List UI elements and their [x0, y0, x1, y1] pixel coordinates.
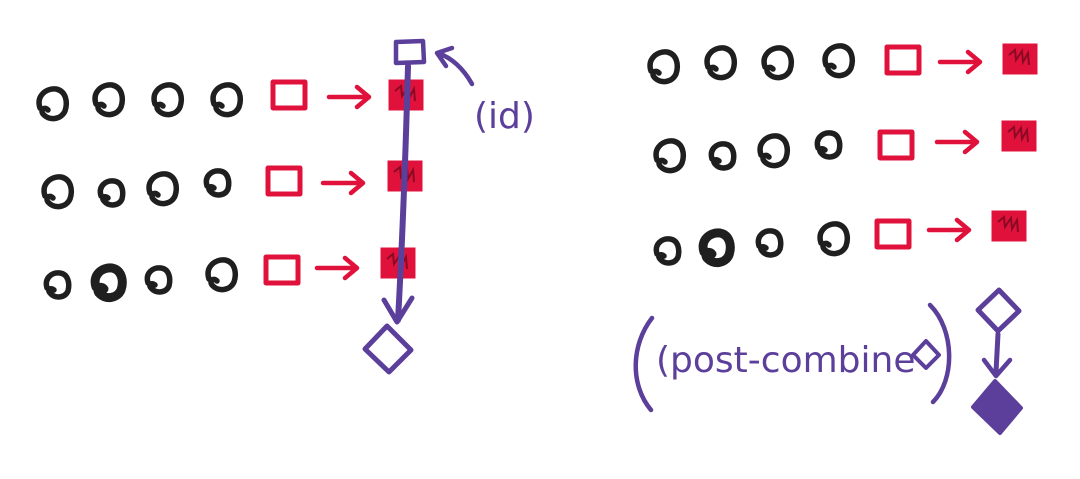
- small-diamond-icon: [911, 339, 941, 370]
- circle-icon: [154, 85, 181, 115]
- circle-icon: [764, 48, 791, 78]
- arrow-icon: [940, 52, 980, 72]
- circle-icon: [711, 144, 733, 168]
- arrow-icon: [323, 173, 363, 193]
- circle-icon: [820, 224, 847, 254]
- left-paren: [633, 315, 655, 413]
- filled-circle-icon: [703, 233, 730, 263]
- circle-icon: [825, 46, 852, 76]
- id-square-icon: [393, 38, 427, 66]
- arrow-icon: [317, 258, 357, 278]
- right-row-1: [650, 43, 1038, 82]
- down-arrowhead: [381, 295, 415, 325]
- circle-icon: [817, 133, 839, 157]
- arrow-icon: [329, 87, 369, 107]
- post-combine-flow: [971, 287, 1023, 435]
- circle-icon: [208, 260, 235, 290]
- right-group: (post-combine: [633, 43, 1038, 435]
- circle-icon: [760, 136, 787, 166]
- circle-icon: [650, 52, 677, 82]
- circle-icon: [213, 85, 240, 115]
- left-row-1: [39, 79, 424, 119]
- arrow-icon: [929, 220, 969, 240]
- circle-icon: [39, 89, 66, 119]
- left-row-2: [44, 160, 423, 207]
- arrow-icon: [937, 132, 977, 152]
- empty-square-icon: [268, 168, 300, 194]
- circle-icon: [206, 171, 228, 195]
- left-row-3: [46, 247, 416, 298]
- id-label: (id): [474, 96, 535, 137]
- filled-square-icon: [1001, 120, 1037, 152]
- empty-square-icon: [877, 221, 909, 247]
- vertical-line: [395, 63, 411, 323]
- circle-icon: [46, 273, 68, 297]
- circle-icon: [147, 268, 169, 292]
- right-paren: [927, 302, 952, 405]
- filled-square-icon: [991, 210, 1027, 242]
- empty-square-icon: [266, 257, 298, 283]
- post-combine-label: (post-combine: [656, 340, 916, 381]
- left-group: (id): [39, 38, 535, 375]
- circle-icon: [44, 177, 71, 207]
- right-row-3: [656, 210, 1027, 263]
- filled-diamond-icon: [971, 379, 1023, 435]
- circle-icon: [656, 141, 683, 171]
- filled-circle-icon: [95, 268, 122, 298]
- post-combine-note: (post-combine: [633, 302, 952, 413]
- top-diamond-icon: [975, 287, 1022, 334]
- circle-icon: [656, 239, 678, 263]
- empty-square-icon: [880, 132, 912, 158]
- id-pointer-arrow: [434, 45, 475, 87]
- circle-icon: [149, 174, 176, 204]
- diamond-icon: [362, 323, 414, 375]
- right-row-2: [656, 120, 1037, 171]
- circle-icon: [758, 231, 780, 255]
- down-arrowhead: [981, 357, 1013, 379]
- circle-icon: [707, 48, 734, 78]
- circle-icon: [95, 85, 122, 115]
- empty-square-icon: [273, 82, 305, 108]
- filled-square-icon: [1002, 43, 1038, 75]
- combine-flow: (id): [362, 38, 535, 375]
- short-line: [993, 331, 1001, 375]
- circle-icon: [100, 181, 122, 205]
- empty-square-icon: [887, 47, 919, 73]
